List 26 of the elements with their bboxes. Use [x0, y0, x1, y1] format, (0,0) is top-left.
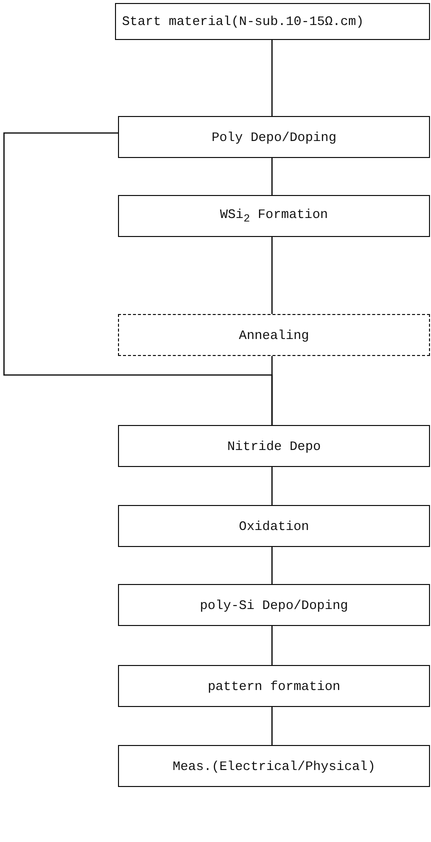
step-label: Start material(N-sub.10-15Ω.cm) [122, 14, 364, 29]
process-box [118, 505, 430, 547]
process-box [118, 116, 430, 158]
connector-line [271, 158, 273, 195]
process-box [118, 584, 430, 626]
connector-line [271, 707, 273, 745]
process-box [118, 425, 430, 467]
step-label: Annealing [238, 328, 310, 342]
step-label: WSi$_{2}$ Formation [220, 206, 328, 226]
process-box [115, 3, 430, 40]
step-label: Poly Depo/Doping [212, 130, 336, 144]
connector-line [271, 626, 273, 665]
process-box [118, 665, 430, 707]
connector-line [271, 237, 273, 314]
connector-line [271, 467, 273, 505]
step-label: pattern formation [208, 678, 340, 694]
process-box [118, 745, 430, 787]
process-box [118, 314, 430, 356]
step-label: Nitride Depo [227, 438, 321, 454]
step-label: Oxidation [238, 518, 310, 534]
connector-line [3, 132, 273, 425]
step-label: poly-Si Depo/Doping [200, 598, 348, 612]
connector-line [271, 40, 273, 116]
step-label: Meas.(Electrical/Physical) [172, 758, 376, 774]
process-box [118, 195, 430, 237]
connector-line [271, 547, 273, 584]
